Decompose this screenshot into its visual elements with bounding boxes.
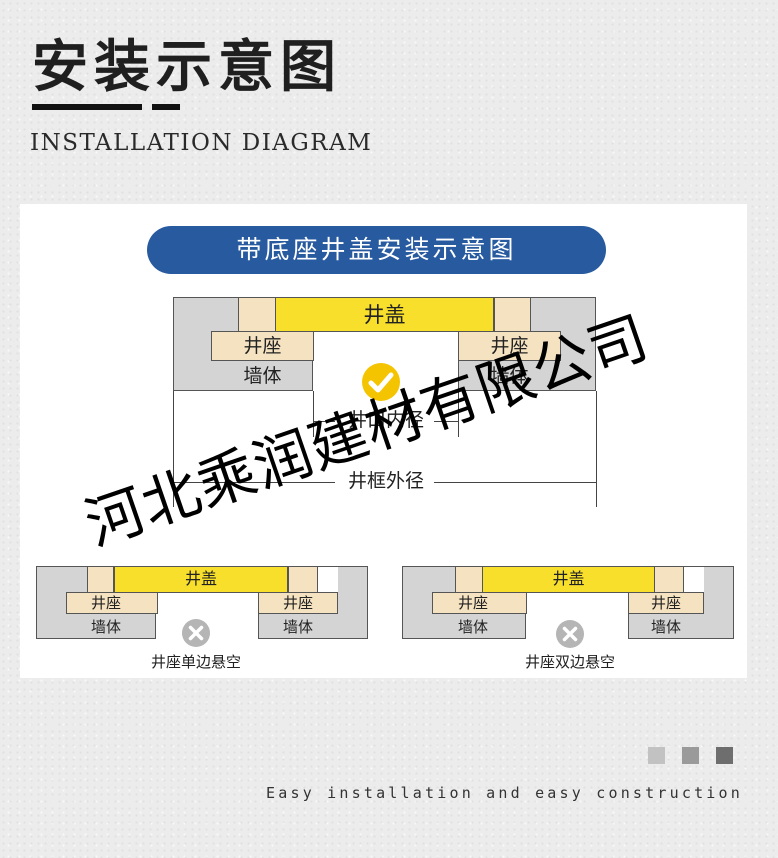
seat-left: [432, 592, 527, 614]
manhole-cover: [275, 297, 494, 332]
x-circle-icon: [182, 619, 210, 647]
check-circle-icon: [362, 363, 400, 401]
wall-right-label: 墙体: [490, 365, 529, 387]
seat-right: [628, 592, 704, 614]
caption-single-side: 井座单边悬空: [150, 653, 241, 671]
footer-tagline: Easy installation and easy construction: [266, 784, 743, 802]
seat-right-label: 井座: [490, 335, 529, 357]
seat-left: [211, 331, 314, 361]
decor-square-mid: [682, 747, 699, 764]
manhole-cover: [482, 566, 655, 593]
seat-right: [258, 592, 338, 614]
inner-diameter-label: 井口内径: [347, 409, 424, 431]
decor-square-light: [648, 747, 665, 764]
page-title: 安装示意图: [32, 35, 342, 100]
decor-square-dark: [716, 747, 733, 764]
caption-double-side: 井座双边悬空: [524, 653, 615, 671]
seat-left-label: 井座: [243, 335, 282, 357]
title-underline: [32, 104, 142, 110]
manhole-cover: [114, 566, 288, 593]
wall-left-label: 墙体: [243, 365, 282, 387]
cover-label: 井盖: [363, 303, 406, 327]
seat-left: [66, 592, 158, 614]
x-circle-icon: [556, 620, 584, 648]
diagram-banner: 带底座井盖安装示意图: [147, 226, 606, 274]
title-underline-accent: [152, 104, 180, 110]
outer-frame-label: 井框外径: [347, 470, 424, 492]
seat-right: [458, 331, 561, 361]
page-subtitle: INSTALLATION DIAGRAM: [30, 130, 373, 156]
seat-left-top: [238, 297, 276, 332]
